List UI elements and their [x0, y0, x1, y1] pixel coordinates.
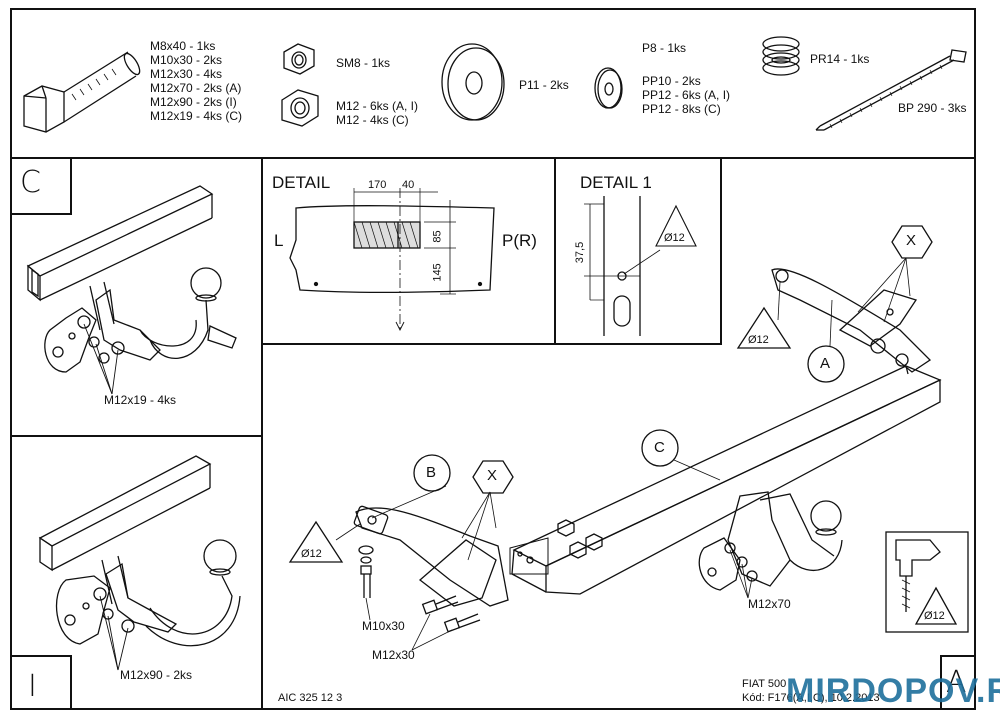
- bolt-spec: M12x90 - 2ks (I): [150, 95, 237, 109]
- c-box-right: [70, 157, 72, 215]
- detail1-hole-label: Ø12: [664, 232, 685, 244]
- left-panel-divider: [10, 435, 263, 437]
- cable-tie-label: BP 290 - 3ks: [898, 101, 967, 115]
- callout-x-left: X: [487, 467, 498, 484]
- a-box-left: [940, 655, 942, 710]
- variant-i-bolt-label: M12x90 - 2ks: [120, 668, 193, 682]
- callout-b: B: [426, 464, 437, 481]
- nut-sm8-icon: [283, 43, 315, 75]
- bolt-spec: M10x30 - 2ks: [150, 53, 223, 67]
- variant-c-bolt-label: M12x19 - 4ks: [104, 393, 177, 407]
- watermark: MIRDOPOV.RU: [786, 672, 1000, 710]
- variant-c-drawing: [26, 185, 237, 395]
- detail1-title: DETAIL 1: [580, 173, 652, 192]
- washer-p8-label: P8 - 1ks: [642, 41, 687, 55]
- callout-x-right: X: [906, 232, 917, 249]
- nut-m12-list: M12 - 6ks (A, I) M12 - 4ks (C): [336, 99, 418, 127]
- washer-pp-spec: PP12 - 6ks (A, I): [642, 88, 731, 102]
- detail1-right-border: [720, 157, 722, 345]
- bolt-spec: M8x40 - 1ks: [150, 39, 216, 53]
- variant-i-drawing: [38, 455, 241, 671]
- hole-a-label: Ø12: [748, 334, 769, 346]
- bolt-spec-list: M8x40 - 1ks M10x30 - 2ks M12x30 - 4ks M1…: [150, 39, 242, 123]
- dim-40: 40: [402, 179, 415, 191]
- i-box-right: [70, 655, 72, 710]
- nut-m12-spec: M12 - 4ks (C): [336, 113, 409, 127]
- variant-c-letter: C: [20, 165, 41, 200]
- dim-145: 145: [431, 263, 444, 282]
- kod-label: Kód: F176(A,I,C), 10.2.2013: [742, 692, 880, 704]
- spring-pr14-icon: [762, 36, 800, 76]
- m12x30-label: M12x30: [372, 648, 415, 662]
- detail-right-label: P(R): [502, 231, 537, 250]
- m12x70-label: M12x70: [748, 597, 791, 611]
- detail1-drawing: [584, 196, 697, 336]
- variant-i-letter: I: [28, 669, 37, 704]
- main-assembly: [288, 225, 942, 651]
- bolt-spec: M12x19 - 4ks (C): [150, 109, 243, 123]
- washer-p11-label: P11 - 2ks: [519, 78, 569, 92]
- bolt-spec: M12x70 - 2ks (A): [150, 81, 242, 95]
- dim-170: 170: [368, 179, 387, 191]
- a-box-top: [940, 655, 976, 657]
- left-column-divider: [261, 157, 263, 710]
- dim-37-5: 37,5: [574, 241, 587, 264]
- detail-left-label: L: [274, 231, 284, 250]
- bolt-icon: [23, 51, 141, 133]
- header-divider: [10, 157, 976, 159]
- washer-p11-icon: [441, 43, 505, 121]
- dim-85: 85: [431, 230, 444, 243]
- nut-m12-spec: M12 - 6ks (A, I): [336, 99, 419, 113]
- washer-pp-spec: PP10 - 2ks: [642, 74, 701, 88]
- i-box-top: [10, 655, 72, 657]
- washer-pp-icon: [594, 67, 623, 109]
- callout-a: A: [820, 355, 831, 372]
- washer-pp-spec: PP12 - 8ks (C): [642, 102, 721, 116]
- detail-bottom-border: [261, 343, 722, 345]
- washer-pp-list: PP10 - 2ks PP12 - 6ks (A, I) PP12 - 8ks …: [642, 74, 730, 116]
- drawing-frame: [10, 8, 976, 710]
- detail-drawing: [289, 188, 495, 332]
- vehicle-label: FIAT 500: [742, 678, 787, 690]
- nut-sm8-label: SM8 - 1ks: [336, 56, 391, 70]
- variant-a-letter: A: [946, 665, 967, 700]
- c-box-bottom: [10, 213, 72, 215]
- drill-icon: [885, 531, 969, 633]
- callout-c: C: [654, 439, 665, 456]
- spring-label: PR14 - 1ks: [810, 52, 870, 66]
- drill-hole-label: Ø12: [924, 610, 945, 622]
- cable-tie-icon: [815, 49, 967, 131]
- drawing-code: AIC 325 12 3: [278, 692, 343, 704]
- hole-b-label: Ø12: [301, 548, 322, 560]
- bolt-spec: M12x30 - 4ks: [150, 67, 223, 81]
- m10x30-label: M10x30: [362, 619, 405, 633]
- detail-title: DETAIL: [272, 173, 331, 192]
- nut-m12-icon: [281, 89, 319, 127]
- detail-divider: [554, 157, 556, 345]
